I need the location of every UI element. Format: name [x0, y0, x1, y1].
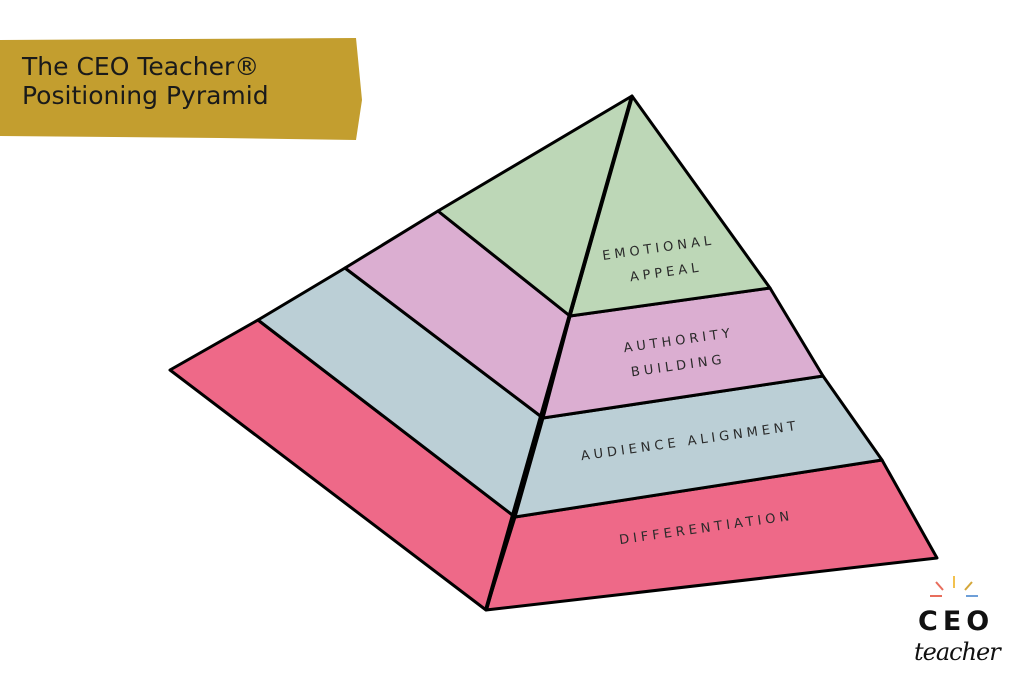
page-title: The CEO Teacher® Positioning Pyramid — [22, 52, 269, 110]
center-ridge — [484, 95, 634, 611]
title-banner: The CEO Teacher® Positioning Pyramid — [0, 0, 370, 150]
logo-ceo-text: CEO — [918, 606, 995, 637]
banner-shape — [0, 38, 362, 140]
logo-teacher-text: teacher — [914, 638, 1001, 666]
ceo-teacher-logo: CEO teacher — [906, 568, 1016, 678]
title-line-2: Positioning Pyramid — [22, 81, 269, 110]
title-line-1: The CEO Teacher® — [22, 52, 260, 81]
sunburst-icon — [930, 576, 978, 597]
